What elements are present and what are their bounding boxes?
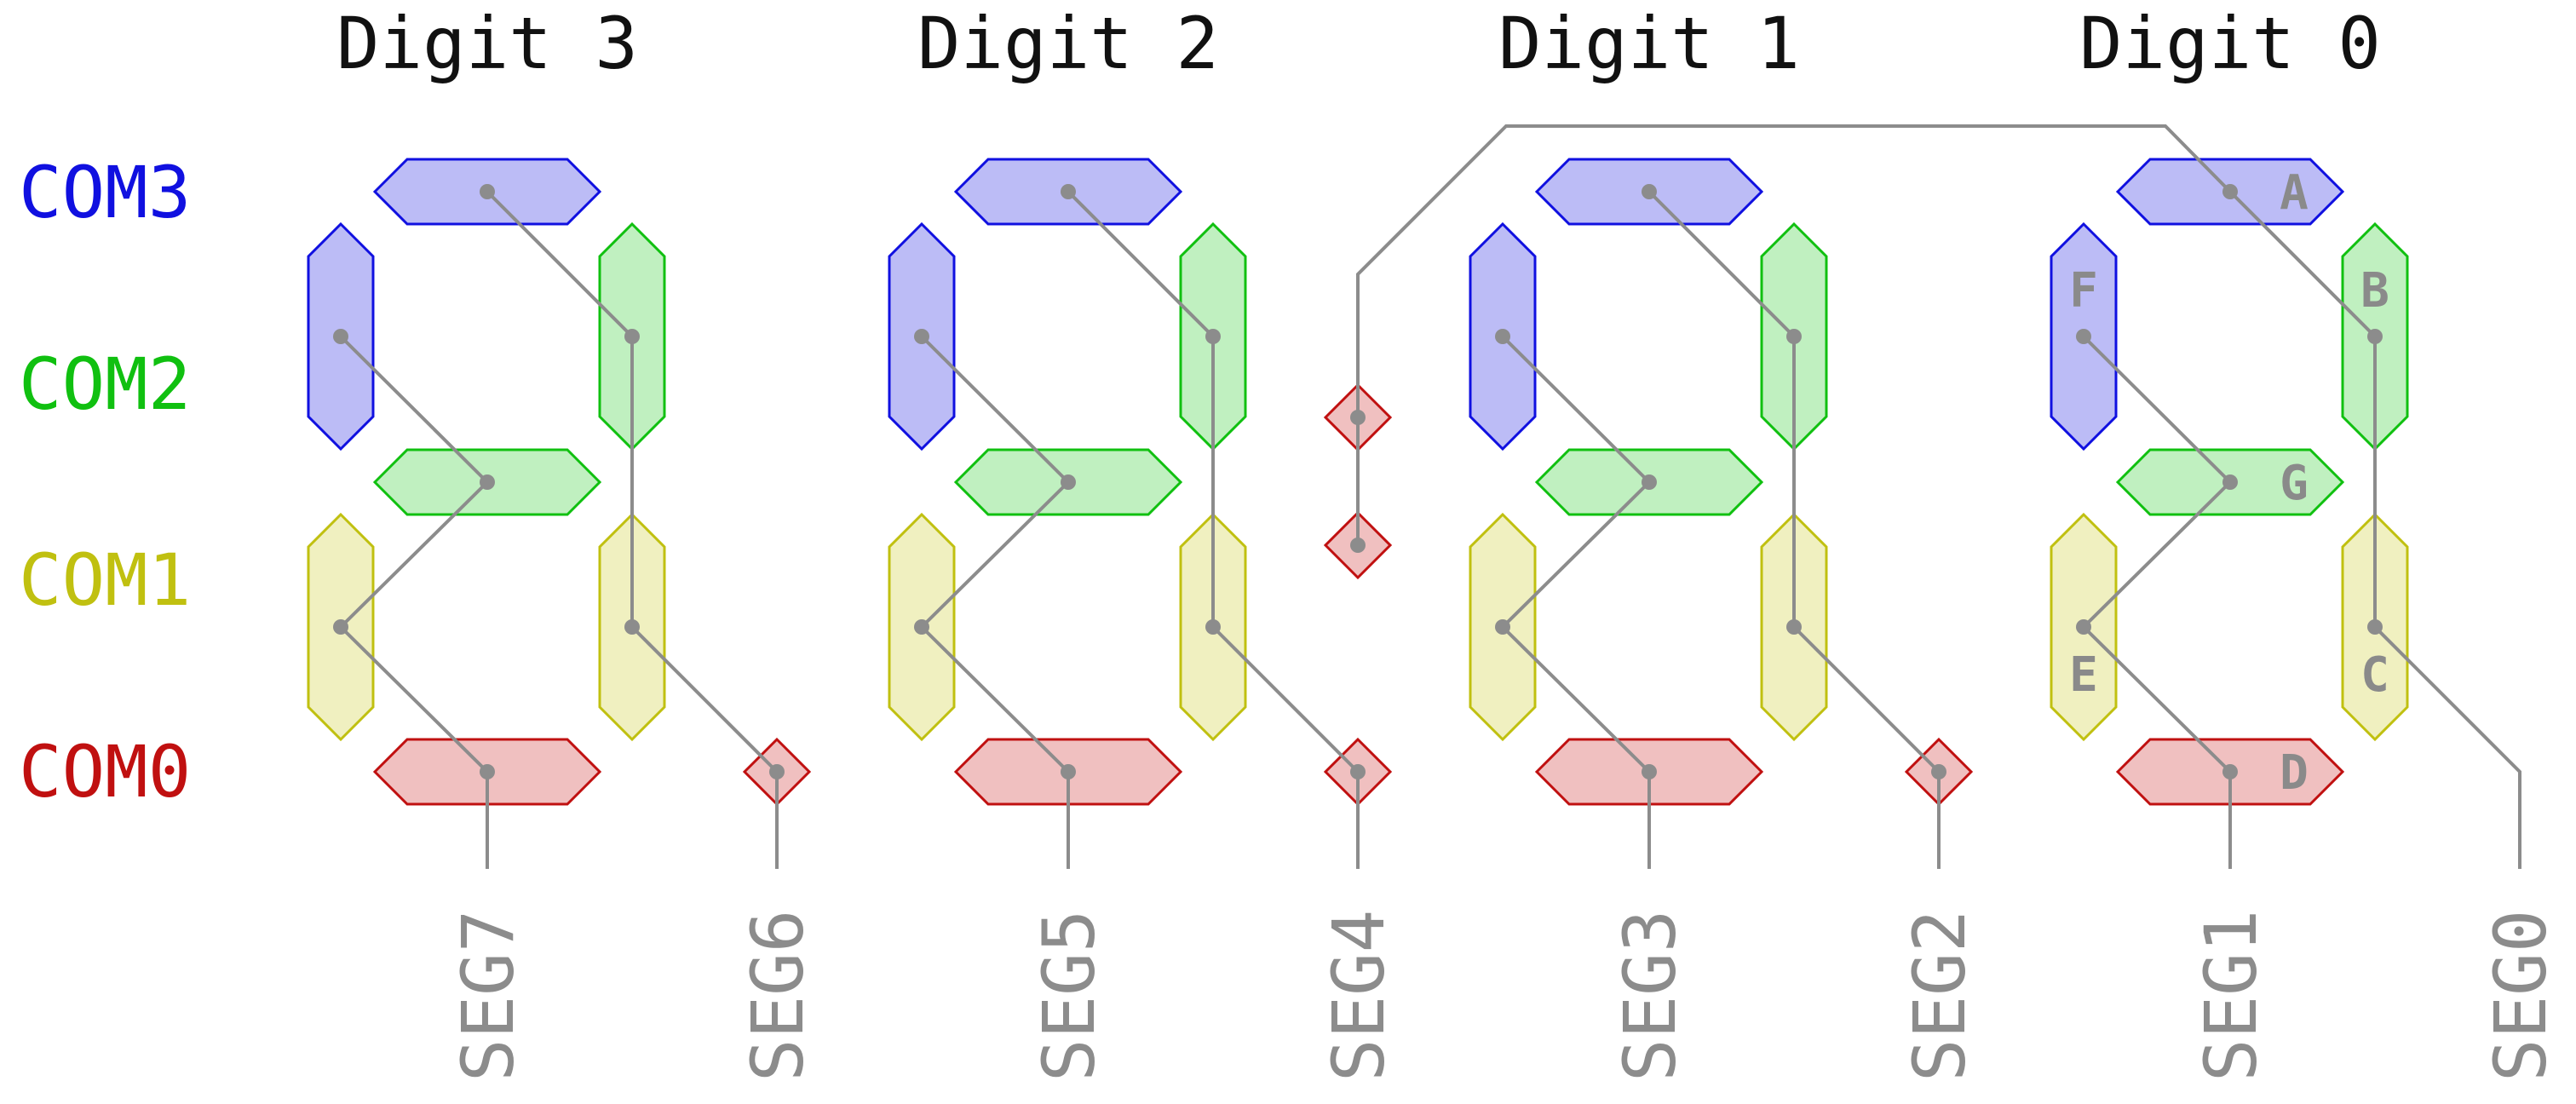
connection-dot — [1350, 410, 1366, 425]
wire-3 — [339, 625, 489, 773]
connection-dot — [2367, 619, 2383, 635]
wire-32 — [1356, 124, 2232, 417]
connection-dot — [2222, 184, 2238, 199]
pin-label-seg4: SEG4 — [1317, 910, 1400, 1082]
connection-dot — [1350, 538, 1366, 553]
connection-dot — [2222, 764, 2238, 779]
connection-dot — [1642, 474, 1657, 490]
pin-label-seg1: SEG1 — [2189, 910, 2273, 1082]
segment-letter-e: E — [2069, 647, 2098, 703]
digit-title-1: Digit 1 — [1498, 2, 1800, 85]
wire-14 — [1211, 625, 1360, 773]
wire-10 — [920, 480, 1070, 629]
segment-letter-c: C — [2360, 647, 2389, 703]
connection-dot — [1642, 764, 1657, 779]
wire-2 — [339, 480, 489, 629]
wire-27 — [2082, 625, 2232, 773]
wire-0 — [486, 190, 634, 338]
com-label-com1: COM1 — [19, 538, 191, 622]
pin-label-seg3: SEG3 — [1608, 910, 1692, 1082]
connection-dot — [1205, 619, 1221, 635]
wire-19 — [1501, 625, 1651, 773]
connection-dot — [1350, 764, 1366, 779]
pin-label-seg7: SEG7 — [446, 910, 530, 1082]
connection-dot — [1061, 184, 1076, 199]
connection-dot — [2367, 329, 2383, 344]
connection-dot — [914, 619, 929, 635]
wire-6 — [630, 625, 779, 773]
wire-9 — [920, 335, 1070, 484]
pin-label-seg0: SEG0 — [2479, 910, 2562, 1082]
com-label-com0: COM0 — [19, 730, 191, 814]
wire-16 — [1647, 190, 1796, 338]
wire-17 — [1501, 335, 1651, 484]
connection-dot — [480, 474, 495, 490]
wire-8 — [1067, 190, 1215, 338]
digit-title-3: Digit 3 — [336, 2, 638, 85]
segment-letter-f: F — [2069, 263, 2098, 319]
wire-25 — [2082, 335, 2232, 484]
pin-label-seg2: SEG2 — [1898, 910, 1981, 1082]
connection-dot — [1495, 619, 1510, 635]
segment-letter-g: G — [2280, 456, 2309, 511]
pin-label-seg6: SEG6 — [736, 910, 819, 1082]
connection-dot — [624, 619, 640, 635]
connection-dot — [2076, 619, 2091, 635]
digit-title-0: Digit 0 — [2079, 2, 2381, 85]
wire-22 — [1792, 625, 1941, 773]
connection-dot — [1786, 329, 1802, 344]
connection-dot — [914, 329, 929, 344]
connection-dot — [1642, 184, 1657, 199]
connection-dot — [1061, 764, 1076, 779]
connection-dot — [480, 764, 495, 779]
wire-1 — [339, 335, 489, 484]
wire-26 — [2082, 480, 2232, 629]
connection-dot — [624, 329, 640, 344]
segment-letter-d: D — [2280, 745, 2309, 801]
connection-dot — [480, 184, 495, 199]
wire-18 — [1501, 480, 1651, 629]
wire-11 — [920, 625, 1070, 773]
wire-24 — [2228, 190, 2377, 338]
pin-label-seg5: SEG5 — [1027, 910, 1111, 1082]
connection-dot — [2222, 474, 2238, 490]
connection-dot — [1495, 329, 1510, 344]
com-label-com2: COM2 — [19, 342, 191, 426]
segment-letter-b: B — [2360, 263, 2389, 319]
connection-dot — [333, 619, 348, 635]
connection-dot — [1061, 474, 1076, 490]
connection-dot — [2076, 329, 2091, 344]
connection-dot — [769, 764, 785, 779]
connection-dot — [333, 329, 348, 344]
connection-dot — [1205, 329, 1221, 344]
com-label-com3: COM3 — [19, 151, 191, 234]
connection-dot — [1786, 619, 1802, 635]
segment-letter-a: A — [2280, 165, 2309, 221]
connection-dot — [1931, 764, 1946, 779]
wire-30 — [2373, 625, 2521, 869]
digit-title-2: Digit 2 — [917, 2, 1219, 85]
